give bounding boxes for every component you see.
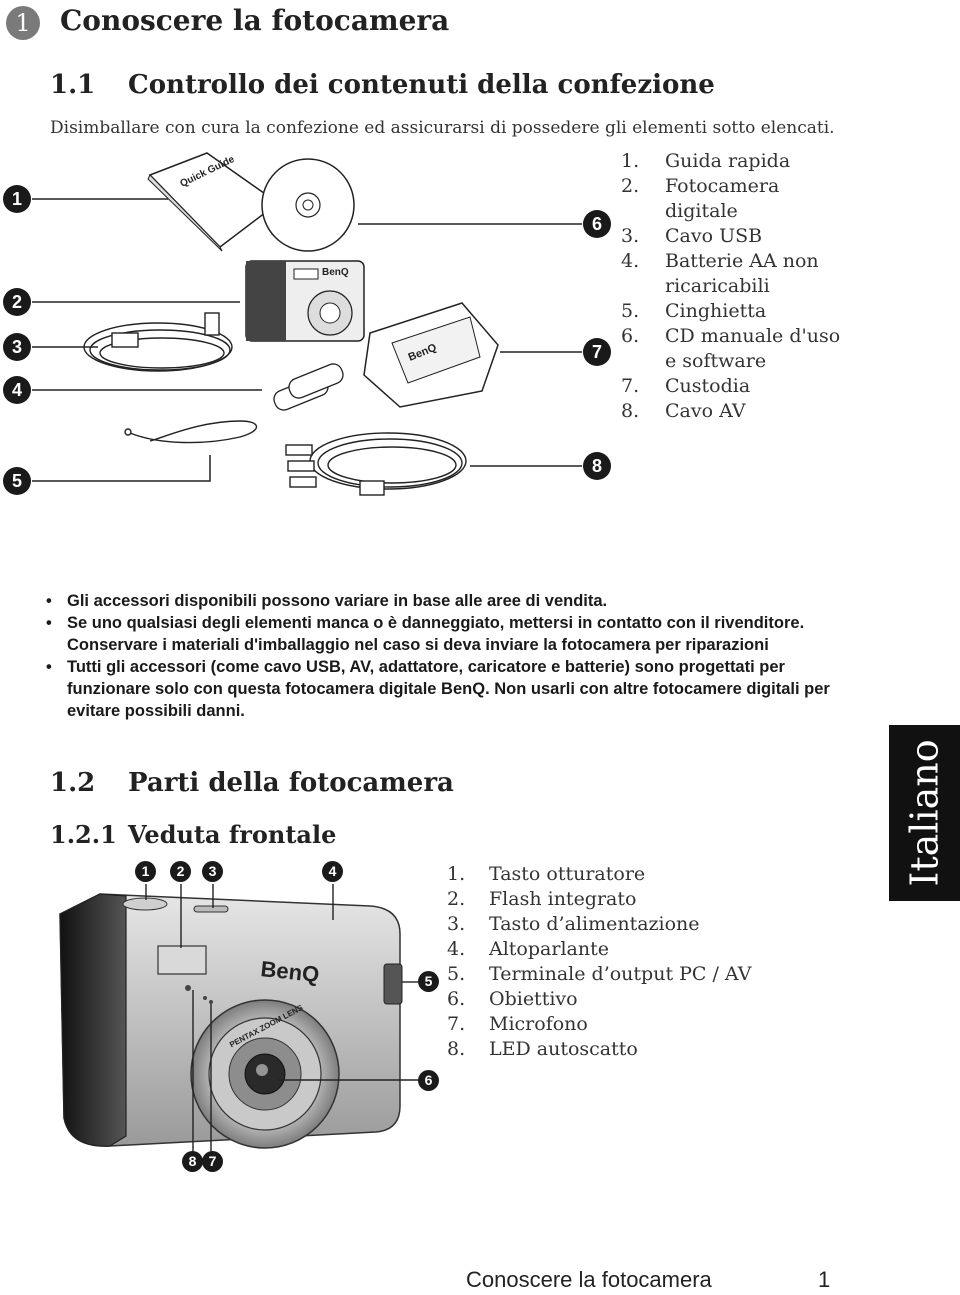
section-1-1-title: Controllo dei contenuti della confezione — [128, 70, 715, 100]
list-item: 4.Batterie AA non ricaricabili — [621, 250, 819, 297]
front-callout-7: 7 — [202, 1151, 223, 1172]
package-callout-7: 7 — [583, 338, 611, 366]
section-1-2-number: 1.2 — [50, 768, 96, 798]
section-1-2-1-title: Veduta frontale — [128, 820, 337, 849]
list-item: 8.LED autoscatto — [447, 1038, 638, 1060]
list-item: 5.Terminale d’output PC / AV — [447, 963, 752, 985]
package-callout-5: 5 — [3, 467, 31, 495]
digital-camera: BenQ — [245, 260, 365, 342]
camera-front-view-figure: BenQ PENTAX ZOOM LENS — [59, 884, 418, 1160]
list-item: 3.Cavo USB — [621, 225, 763, 247]
camera-brand-label: BenQ — [322, 267, 349, 278]
section-1-2-title: Parti della fotocamera — [128, 768, 454, 798]
package-callout-2: 2 — [3, 288, 31, 316]
camera-case: BenQ — [363, 302, 499, 408]
list-item: 1.Tasto otturatore — [447, 863, 646, 885]
usb-cable — [83, 312, 233, 372]
list-item: 2.Flash integrato — [447, 888, 637, 910]
list-item: 2.Fotocamera digitale — [621, 175, 780, 222]
package-callout-4: 4 — [3, 376, 31, 404]
language-label: Italiano — [902, 739, 947, 887]
wrist-strap — [124, 420, 258, 444]
list-item: 7.Custodia — [621, 375, 751, 397]
footer-page-number: 1 — [818, 1267, 831, 1292]
package-callout-8: 8 — [583, 452, 611, 480]
chapter-number-badge: 1 — [6, 6, 40, 40]
camera-parts-list: 1.Tasto otturatore 2.Flash integrato 3.T… — [447, 862, 767, 1062]
front-callout-2: 2 — [170, 861, 191, 882]
av-cable — [285, 432, 467, 496]
list-item: 3.Tasto d’alimentazione — [447, 913, 700, 935]
list-item: 8.Cavo AV — [621, 400, 746, 422]
list-item: 4.Altoparlante — [447, 938, 609, 960]
list-item: 1.Guida rapida — [621, 150, 791, 172]
footer-chapter-title: Conoscere la fotocamera — [466, 1267, 712, 1292]
aa-batteries — [273, 363, 344, 411]
front-callout-1: 1 — [135, 861, 156, 882]
note-item: •Tutti gli accessori (come cavo USB, AV,… — [46, 658, 830, 720]
notes-list: •Gli accessori disponibili possono varia… — [46, 590, 866, 722]
package-callout-1: 1 — [3, 185, 31, 213]
front-callout-6: 6 — [418, 1070, 439, 1091]
section-1-1-intro: Disimballare con cura la confezione ed a… — [50, 118, 835, 138]
chapter-title: Conoscere la fotocamera — [60, 4, 450, 37]
list-item: 6.Obiettivo — [447, 988, 578, 1010]
list-item: 7.Microfono — [447, 1013, 588, 1035]
section-1-2-1-number: 1.2.1 — [50, 820, 117, 849]
section-1-1-number: 1.1 — [50, 70, 96, 100]
front-callout-4: 4 — [322, 861, 343, 882]
package-callout-6: 6 — [583, 210, 611, 238]
front-callout-8: 8 — [182, 1151, 203, 1172]
package-callout-3: 3 — [3, 333, 31, 361]
front-callout-3: 3 — [202, 861, 223, 882]
camera-brand-logo: BenQ — [259, 956, 320, 987]
package-contents-list: 1.Guida rapida 2.Fotocamera digitale 3.C… — [621, 149, 851, 424]
cd-disc — [261, 158, 355, 252]
package-contents-figure: Quick Guide BenQ BenQ — [32, 152, 582, 496]
quick-guide-booklet: Quick Guide — [147, 152, 280, 252]
note-item: •Gli accessori disponibili possono varia… — [46, 592, 608, 610]
front-callout-5: 5 — [418, 971, 439, 992]
list-item: 6.CD manuale d'uso e software — [621, 325, 841, 372]
language-side-tab: Italiano — [889, 725, 960, 901]
note-item: •Se uno qualsiasi degli elementi manca o… — [46, 614, 805, 654]
list-item: 5.Cinghietta — [621, 300, 767, 322]
